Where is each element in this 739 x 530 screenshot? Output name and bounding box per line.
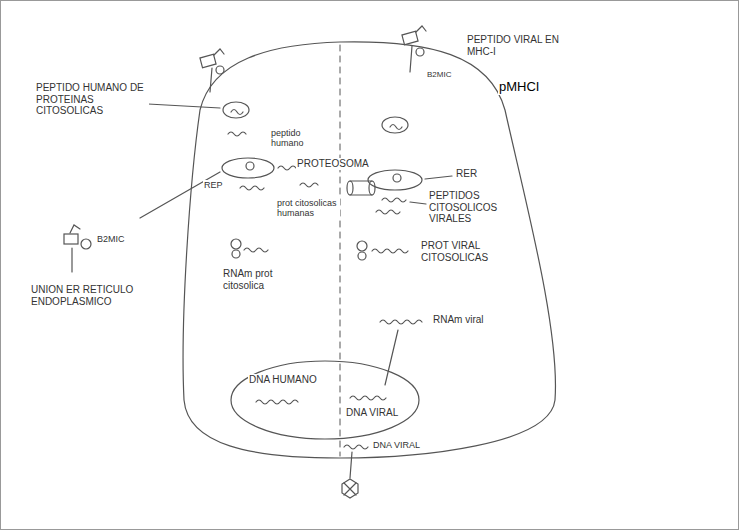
vesicle: [223, 102, 249, 118]
nucleus: DNA HUMANO DNA VIRAL: [230, 360, 420, 440]
cell-membrane: [183, 42, 555, 458]
virus-particle: [342, 479, 358, 498]
peptide: [382, 198, 406, 202]
ribosome: [231, 239, 268, 258]
text-label: pMHCI: [498, 80, 540, 95]
text-label: PROT VIRAL CITOSOLICAS: [420, 240, 522, 263]
text-label: PEPTIDO HUMANO DE PROTEINAS CITOSOLICAS: [35, 82, 149, 117]
leader-line: [350, 452, 352, 478]
nucleus-outline: [230, 360, 420, 440]
peptide: [240, 186, 264, 190]
leader-line: [140, 172, 220, 218]
text-label: RNAm viral: [432, 314, 485, 326]
text-label: RER: [455, 168, 478, 180]
text-label: prot citosolicas humanas: [276, 198, 340, 219]
divider-line: [340, 45, 341, 456]
leader-line: [385, 330, 398, 385]
peptide: [228, 132, 246, 136]
mhc-molecule: [64, 225, 91, 272]
mhc-molecule: [402, 26, 426, 72]
nucleus-membrane: [231, 361, 419, 439]
mhc-molecule: [200, 49, 224, 92]
text-label: PROTEOSOMA: [296, 158, 370, 170]
mrna-strand: [380, 320, 422, 324]
proteasome: [347, 181, 375, 195]
node-text: DNA VIRAL: [345, 407, 399, 419]
endoplasmic-reticulum: [368, 170, 422, 190]
text-label: REP: [203, 180, 224, 190]
text-label: RNAm prot citosolica: [222, 268, 316, 291]
endoplasmic-reticulum: [222, 158, 274, 178]
ribosome: [357, 241, 408, 260]
text-label: peptido humano: [270, 128, 328, 149]
peptide: [278, 166, 296, 170]
text-label: B2MIC: [96, 234, 126, 244]
dna-strand: [350, 396, 386, 400]
dna-strand: [256, 400, 298, 404]
peptide: [376, 210, 400, 214]
leader-line: [148, 104, 220, 108]
dna-strand: [344, 445, 368, 449]
leader-line: [410, 202, 426, 204]
leader-line: [425, 176, 452, 179]
text-label: PEPTIDOS CITOSOLICOS VIRALES: [428, 190, 514, 225]
text-label: UNION ER RETICULO ENDOPLASMICO: [30, 284, 144, 307]
text-label: DNA VIRAL: [372, 440, 421, 450]
text-label: PEPTIDO VIRAL EN MHC-I: [466, 34, 572, 57]
vesicle: [382, 117, 408, 133]
peptide: [300, 183, 318, 187]
text-label: B2MIC: [426, 70, 452, 79]
node-text: DNA HUMANO: [248, 374, 318, 386]
